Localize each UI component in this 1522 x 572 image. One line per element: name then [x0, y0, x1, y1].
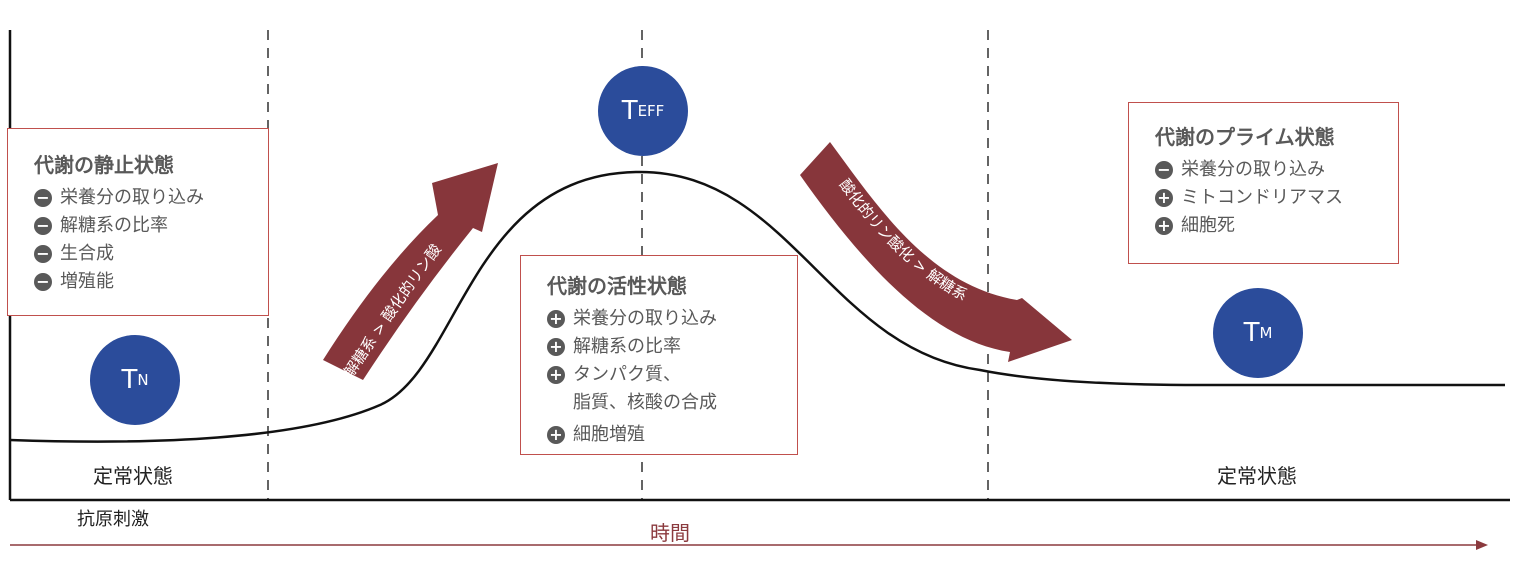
primed-box: 代謝のプライム状態 −栄養分の取り込み +ミトコンドリアマス +細胞死 — [1128, 102, 1399, 264]
plus-icon: + — [1155, 217, 1173, 235]
time-arrow-head — [1476, 540, 1488, 550]
active-title: 代謝の活性状態 — [547, 274, 687, 298]
minus-icon: − — [34, 273, 52, 291]
response-curve — [9, 170, 1505, 443]
list-item: −栄養分の取り込み — [1155, 156, 1398, 184]
quiescent-box: 代謝の静止状態 −栄養分の取り込み −解糖系の比率 −生合成 −増殖能 — [7, 128, 269, 316]
oxphos-arrow — [800, 142, 1072, 362]
list-item: +細胞死 — [1155, 212, 1398, 240]
list-item: −解糖系の比率 — [34, 212, 268, 240]
steady-state-right-label: 定常状態 — [1217, 464, 1297, 488]
antigen-stimulation-label: 抗原刺激 — [77, 509, 149, 530]
steady-state-left-label: 定常状態 — [93, 464, 173, 488]
minus-icon: − — [34, 217, 52, 235]
primed-title: 代謝のプライム状態 — [1155, 125, 1335, 149]
minus-icon: − — [1155, 161, 1173, 179]
list-item: +解糖系の比率 — [547, 333, 797, 361]
active-box: 代謝の活性状態 +栄養分の取り込み +解糖系の比率 +タンパク質、脂質、核酸の合… — [520, 255, 798, 455]
minus-icon: − — [34, 189, 52, 207]
glycolysis-arrow — [323, 163, 498, 380]
plus-icon: + — [547, 338, 565, 356]
list-item: +タンパク質、脂質、核酸の合成 — [547, 361, 797, 417]
list-item: +ミトコンドリアマス — [1155, 184, 1398, 212]
list-item: −増殖能 — [34, 268, 268, 296]
quiescent-title: 代謝の静止状態 — [34, 153, 174, 177]
plus-icon: + — [547, 426, 565, 444]
list-item: +細胞増殖 — [547, 421, 797, 449]
glycolysis-arrow-label: 解糖系 > 酸化的リン酸 — [340, 241, 445, 381]
list-item: −生合成 — [34, 240, 268, 268]
minus-icon: − — [34, 245, 52, 263]
time-axis-label: 時間 — [650, 521, 690, 545]
plus-icon: + — [547, 310, 565, 328]
list-item: −栄養分の取り込み — [34, 184, 268, 212]
plus-icon: + — [547, 366, 565, 384]
plus-icon: + — [1155, 189, 1173, 207]
list-item: +栄養分の取り込み — [547, 305, 797, 333]
